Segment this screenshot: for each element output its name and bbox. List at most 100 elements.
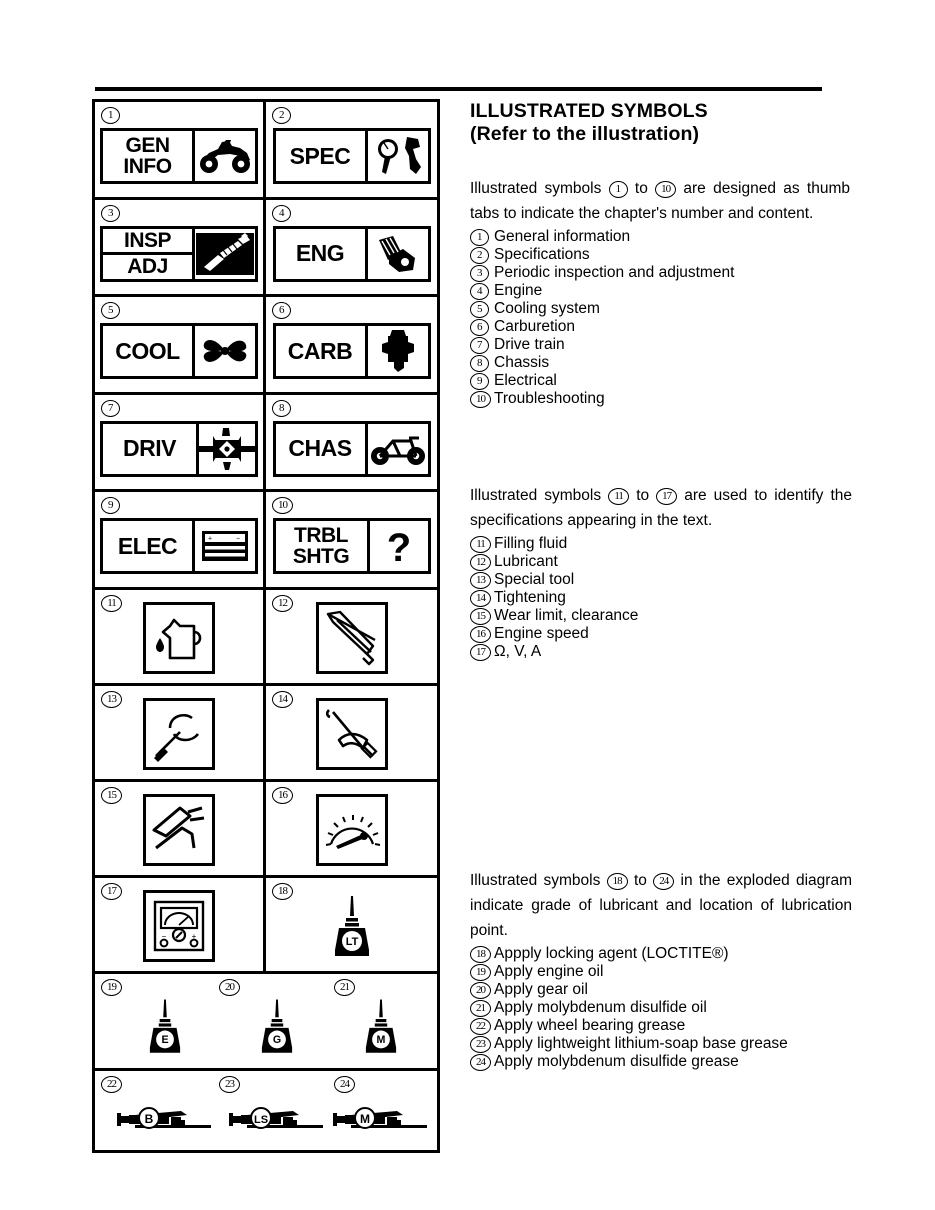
symbol-cell-9: 9 ELEC +− — [95, 492, 266, 587]
symbol-cell-7: 7 DRIV — [95, 394, 266, 489]
thumb-tab-label: SPEC — [276, 131, 368, 181]
thumb-tab-label: TRBL SHTG — [276, 521, 370, 571]
locking-agent-bottle: LT — [325, 894, 379, 960]
symbol-grid: 1 GEN INFO — [92, 99, 440, 1153]
symbol-index-10: 10 — [272, 497, 293, 514]
list-item-label: Apply wheel bearing grease — [494, 1017, 686, 1034]
intro-paragraph-3: Illustrated symbols 18 to 24 in the expl… — [470, 868, 852, 943]
grid-row: 19 20 21 E — [95, 974, 437, 1071]
symbol-index-13: 13 — [101, 690, 122, 708]
symbol-index-23: 23 — [219, 1075, 240, 1093]
svg-text:−: − — [236, 536, 240, 543]
bottle-badge-20: G — [273, 1034, 281, 1046]
tab-line-1: SPEC — [289, 142, 351, 169]
oil-can-icon — [143, 601, 215, 674]
symbol-index-18: 18 — [272, 882, 293, 900]
symbol-index-21: 21 — [334, 978, 355, 996]
text-column: ILLUSTRATED SYMBOLS (Refer to the illust… — [470, 100, 850, 408]
circled-number: 11 — [470, 536, 491, 553]
list-item-label: Special tool — [494, 571, 575, 588]
svg-text:?: ? — [386, 526, 410, 569]
thumb-tab-label: COOL — [103, 326, 195, 376]
symbol-cell-group-19-21: 19 20 21 E — [95, 974, 437, 1068]
frame-icon — [368, 424, 428, 474]
list-item-label: Apply engine oil — [494, 963, 604, 980]
symbol-index-8: 8 — [272, 399, 291, 417]
list-item-label: Apply lightweight lithium-soap base grea… — [494, 1035, 788, 1052]
symbol-index-24: 24 — [334, 1075, 355, 1093]
fan-icon — [195, 326, 255, 376]
circled-number: 7 — [470, 337, 489, 354]
grease-badge-23: LS — [254, 1114, 268, 1126]
symbol-cell-17: 17 − + — [95, 877, 266, 971]
tab-line-1: DRIV — [123, 435, 176, 461]
tab-line-1: ELEC — [117, 532, 178, 559]
intro2-before: Illustrated symbols — [470, 487, 602, 504]
page-title-line-1: ILLUSTRATED SYMBOLS — [470, 100, 708, 122]
list-item-label: Specifications — [494, 246, 590, 263]
symbol-cell-2: 2 SPEC — [266, 102, 437, 197]
thumb-tab-carb: CARB — [272, 323, 431, 379]
thumb-tab-chas: CHAS — [272, 420, 431, 477]
symbol-cell-6: 6 CARB — [266, 297, 437, 392]
thumb-tab-elec: ELEC +− — [100, 518, 258, 574]
torque-wrench-icon — [315, 697, 388, 770]
carburetor-icon — [368, 326, 428, 376]
svg-text:+: + — [208, 536, 212, 543]
symbol-index-6: 6 — [272, 302, 291, 319]
circled-number: 23 — [470, 1036, 491, 1053]
circled-number: 8 — [470, 355, 489, 372]
thumb-tab-insp-adj: INSP ADJ — [100, 225, 258, 282]
tab-line-1: INSP — [123, 229, 172, 252]
tab-line-2: ADJ — [127, 255, 168, 278]
symbol-index-14: 14 — [272, 690, 293, 708]
grid-row: 3 INSP ADJ — [95, 199, 437, 297]
list-item-label: Cooling system — [494, 300, 600, 317]
page-title-line-2: (Refer to the illustration) — [470, 123, 700, 145]
symbol-index-1: 1 — [101, 107, 120, 124]
thumb-tab-label: DRIV — [103, 423, 199, 474]
intro2-after: are used to identify the specifications … — [470, 487, 852, 529]
tab-line-1: CHAS — [288, 435, 352, 461]
tachometer-icon — [315, 793, 388, 866]
thumb-tab-cool: COOL — [100, 323, 258, 379]
grease-gun-icon — [315, 601, 388, 674]
special-tool-icon — [143, 697, 215, 770]
circled-number: 13 — [470, 572, 491, 589]
circled-number: 21 — [470, 1000, 491, 1017]
intro1-before: Illustrated symbols — [470, 180, 602, 197]
tab-line-1: ENG — [295, 240, 345, 266]
circled-number: 17 — [470, 644, 491, 661]
grid-row: 17 − + 18 — [95, 877, 437, 974]
grease-badge-24: M — [360, 1112, 370, 1126]
thumb-tab-driv: DRIV — [100, 420, 258, 477]
battery-icon: +− — [195, 521, 255, 571]
symbol-cell-15: 15 — [95, 781, 266, 875]
list-item-label: General information — [494, 228, 631, 245]
grid-row: 1 GEN INFO — [95, 102, 437, 200]
symbol-cell-group-22-24: 22 23 24 — [95, 1071, 437, 1168]
list-item-label: Ω, V, A — [494, 643, 542, 660]
thumb-tab-spec: SPEC — [272, 128, 431, 184]
symbol-index-17: 17 — [101, 882, 122, 900]
circled-number: 24 — [470, 1054, 491, 1071]
circled-number: 22 — [470, 1018, 491, 1035]
list-item-label: Periodic inspection and adjustment — [494, 264, 735, 281]
bottle-badge-19: E — [161, 1034, 168, 1046]
grease-gun-b: B — [107, 1099, 223, 1139]
symbol-index-2: 2 — [272, 107, 291, 124]
thumb-tab-gen-info: GEN INFO — [100, 128, 258, 184]
grease-gun-m: M — [323, 1099, 439, 1139]
page-title: ILLUSTRATED SYMBOLS (Refer to the illust… — [470, 100, 850, 146]
